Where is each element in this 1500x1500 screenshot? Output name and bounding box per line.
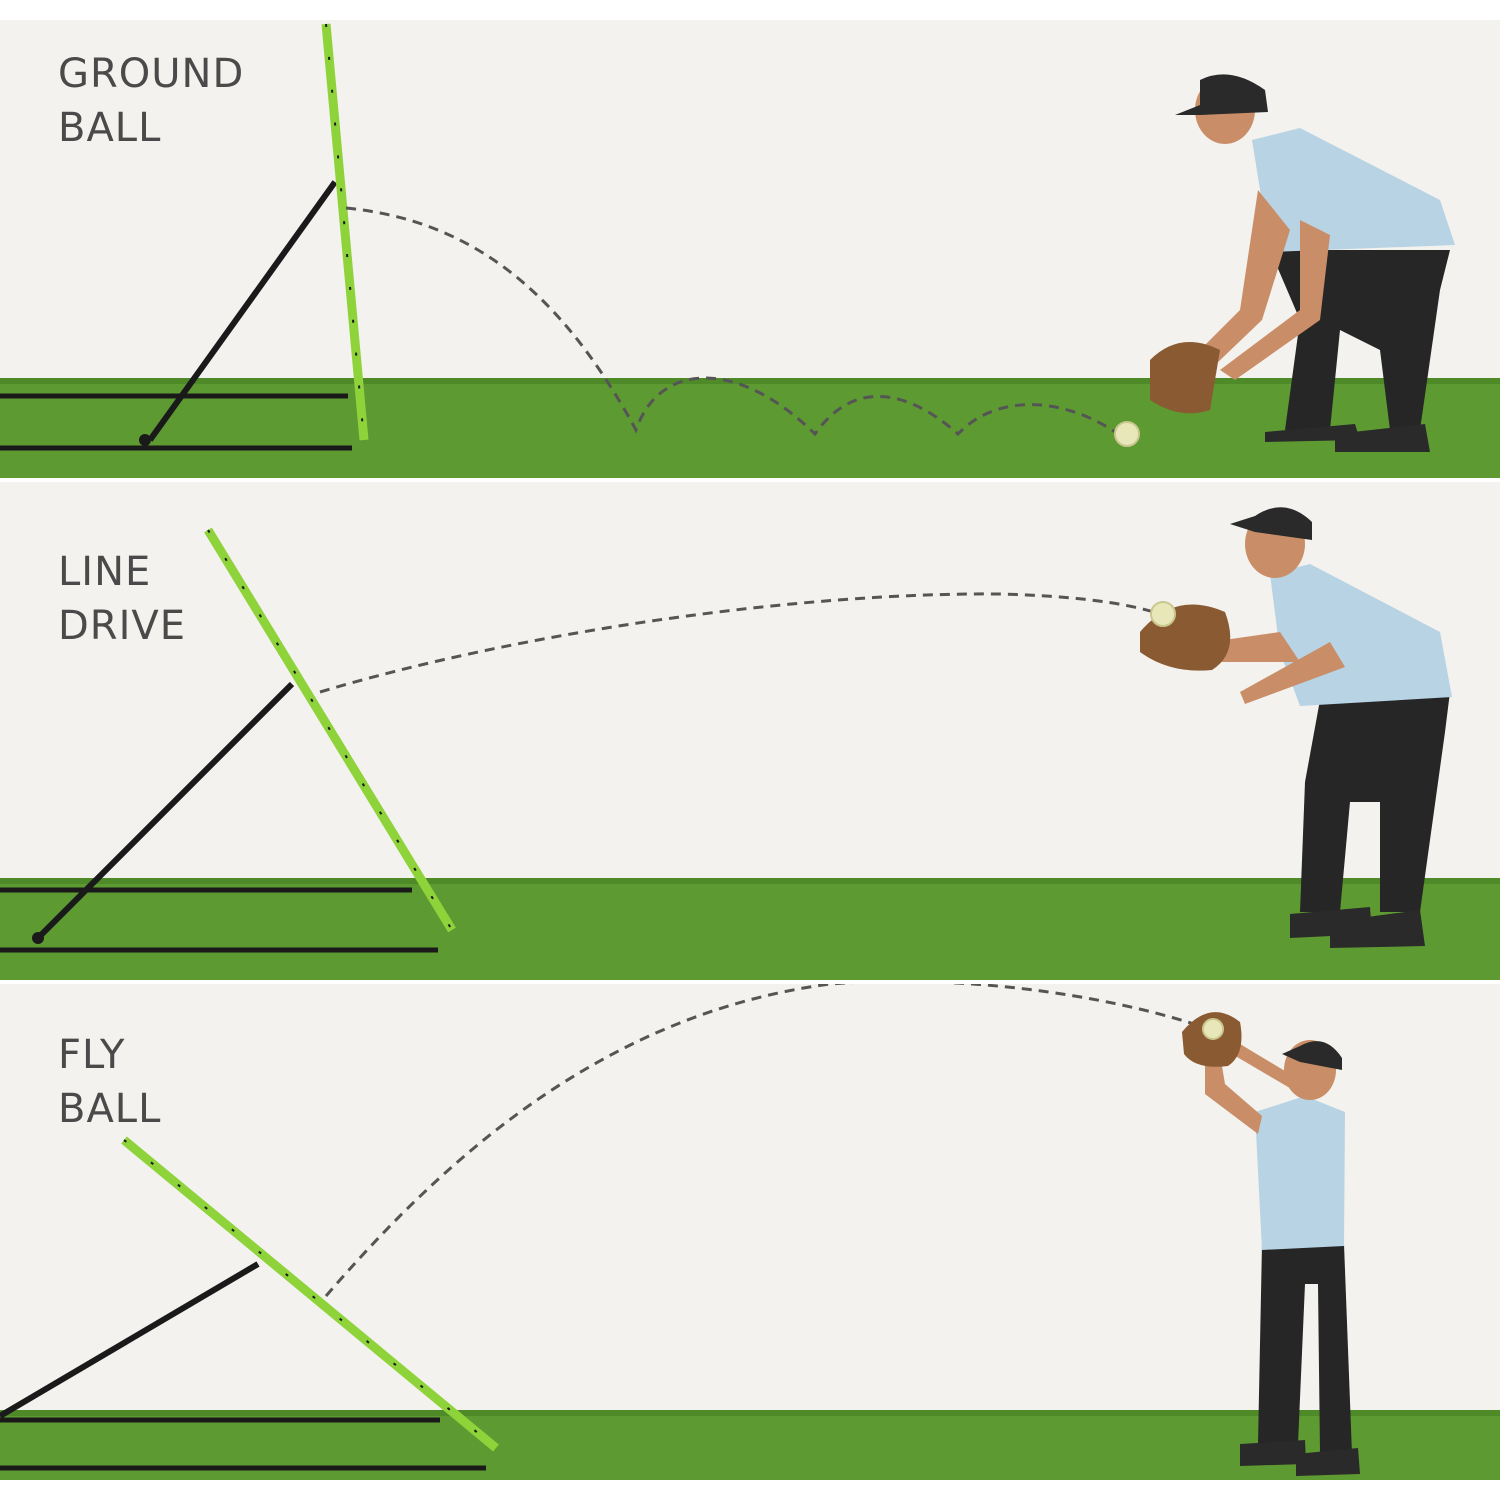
rebounder-frame	[0, 23, 369, 451]
rebounder-frame	[0, 527, 456, 953]
line-drive-scene	[0, 482, 1500, 980]
fielder-figure	[1182, 1012, 1360, 1476]
label-line-2: BALL	[58, 1086, 162, 1132]
grass	[0, 878, 1500, 980]
baseball	[1150, 601, 1176, 627]
line-drive-trajectory	[319, 592, 1161, 694]
panel-ground-ball: GROUND BALL	[0, 20, 1500, 478]
ground-ball-scene	[0, 20, 1500, 478]
grass-edge	[0, 378, 1500, 384]
panel-fly-ball: FLY BALL	[0, 984, 1500, 1480]
label-line-1: GROUND	[58, 51, 245, 97]
label-line-1: FLY	[58, 1032, 126, 1078]
label-line-drive: LINE DRIVE	[58, 545, 186, 653]
label-fly-ball: FLY BALL	[58, 1028, 161, 1136]
baseball	[1114, 421, 1140, 447]
grass	[0, 378, 1500, 478]
label-line-2: BALL	[58, 105, 162, 151]
rebounder-frame	[0, 1136, 499, 1471]
label-line-1: LINE	[58, 549, 152, 595]
fielder-figure	[1150, 74, 1455, 452]
baseball	[1202, 1018, 1224, 1040]
grass-edge	[0, 878, 1500, 884]
grass-edge	[0, 1410, 1500, 1416]
label-ground-ball: GROUND BALL	[58, 47, 244, 155]
fly-ball-trajectory	[324, 984, 1195, 1297]
label-line-2: DRIVE	[58, 603, 187, 649]
ground-ball-trajectory	[345, 206, 1119, 437]
fly-ball-scene	[0, 984, 1500, 1480]
fielder-figure	[1140, 507, 1452, 948]
panel-line-drive: LINE DRIVE	[0, 482, 1500, 980]
